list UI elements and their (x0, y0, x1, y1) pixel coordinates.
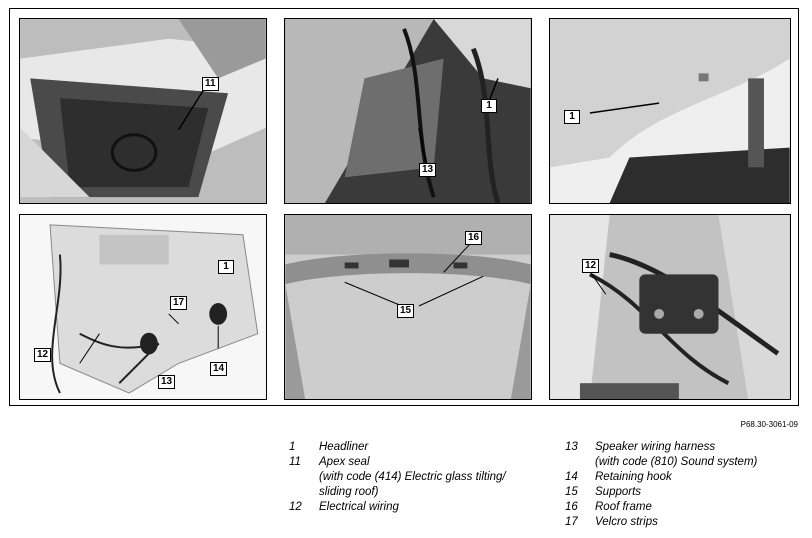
legend-text: Velcro strips (595, 516, 658, 528)
legend-text: Headliner (319, 441, 369, 453)
figure-frame: 11 1 13 1 (9, 8, 799, 406)
callout-15: 15 (397, 304, 415, 318)
callout-1: 1 (481, 99, 497, 113)
callout-12: 12 (582, 259, 600, 273)
callout-14: 14 (210, 362, 228, 376)
callout-16: 16 (465, 231, 483, 245)
legend-item: 15 Supports (565, 485, 757, 500)
legend-number: 12 (289, 501, 302, 513)
legend-number: 11 (289, 456, 301, 468)
photo-rear-headliner-illustration (550, 19, 790, 203)
legend-line: (with code (810) Sound system) (595, 456, 758, 468)
photo-headliner-removed: 1 17 12 14 13 (19, 214, 267, 400)
legend-right: 13 Speaker wiring harness (with code (81… (565, 440, 757, 530)
legend-number: 15 (565, 486, 578, 498)
legend-item: 13 Speaker wiring harness (with code (81… (565, 440, 757, 470)
callout-13: 13 (158, 375, 176, 389)
legend-item: 17 Velcro strips (565, 515, 757, 530)
callout-11: 11 (202, 77, 219, 91)
callout-13: 13 (419, 163, 437, 177)
legend-number: 17 (565, 516, 578, 528)
photo-a-pillar-wiring: 1 13 (284, 18, 532, 204)
legend-number: 16 (565, 501, 578, 513)
photo-headliner-removed-illustration (20, 215, 266, 399)
legend-number: 13 (565, 441, 578, 453)
legend-number: 1 (289, 441, 296, 453)
callout-17: 17 (170, 296, 188, 310)
callout-1: 1 (564, 110, 580, 124)
legend-item: 11 Apex seal (with code (414) Electric g… (289, 455, 506, 500)
legend-line: (with code (414) Electric glass tilting/ (319, 471, 506, 483)
legend-line: Apex seal (319, 456, 370, 468)
photo-roof-frame-supports: 16 15 (284, 214, 532, 400)
photo-rear-pillar-wiring: 12 (549, 214, 791, 400)
legend-number: 14 (565, 471, 578, 483)
photo-sunroof-apex-seal: 11 (19, 18, 267, 204)
legend-item: 1 Headliner (289, 440, 506, 455)
legend-item: 14 Retaining hook (565, 470, 757, 485)
figure-code: P68.30-3061-09 (740, 420, 798, 429)
photo-rear-headliner: 1 (549, 18, 791, 204)
photo-rear-pillar-illustration (550, 215, 790, 399)
legend-item: 16 Roof frame (565, 500, 757, 515)
legend-text: Retaining hook (595, 471, 672, 483)
legend-line: Speaker wiring harness (595, 441, 716, 453)
photo-sunroof-illustration (20, 19, 266, 203)
legend-text: Speaker wiring harness (with code (810) … (595, 440, 757, 470)
legend-text: Electrical wiring (319, 501, 399, 513)
legend-text: Roof frame (595, 501, 652, 513)
callout-1: 1 (218, 260, 234, 274)
legend-text: Supports (595, 486, 642, 498)
legend-left: 1 Headliner 11 Apex seal (with code (414… (289, 440, 506, 515)
callout-12: 12 (34, 348, 52, 362)
legend-line: sliding roof) (319, 486, 379, 498)
legend-item: 12 Electrical wiring (289, 500, 506, 515)
legend-text: Apex seal (with code (414) Electric glas… (319, 455, 506, 500)
